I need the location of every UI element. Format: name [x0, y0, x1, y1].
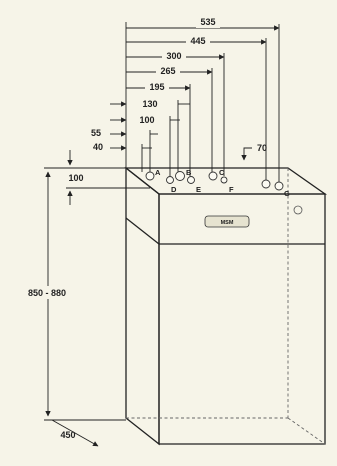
label-265: 265: [160, 66, 175, 76]
label-height: 850 - 880: [28, 288, 66, 298]
connections: [145, 171, 284, 191]
boiler-body: MSM: [124, 166, 328, 446]
pressure-gauge: [293, 205, 303, 215]
label-195: 195: [149, 82, 164, 92]
side-face: [125, 166, 160, 446]
connection-a: [145, 171, 155, 181]
connection-label-d: D: [171, 185, 177, 194]
control-panel-side-edge: [125, 217, 160, 245]
dim-line-70: [241, 147, 252, 161]
connection-g-1: [261, 179, 271, 189]
connection-g-2: [274, 181, 284, 191]
label-100-vertical: 100: [68, 173, 83, 183]
label-55: 55: [91, 128, 101, 138]
label-100: 100: [139, 115, 154, 125]
connection-e: [187, 176, 195, 184]
label-130: 130: [142, 99, 157, 109]
front-face: [158, 193, 326, 445]
connection-b: [175, 171, 185, 181]
connection-label-f: F: [229, 185, 234, 194]
connection-label-b: B: [186, 168, 192, 177]
label-40: 40: [93, 142, 103, 152]
dim-line-depth: [51, 419, 99, 447]
connection-label-g: G: [284, 189, 290, 198]
label-depth: 450: [60, 430, 75, 440]
connection-c: [208, 171, 218, 181]
connection-f: [220, 176, 228, 184]
connection-d: [166, 176, 174, 184]
display-label: MSM: [221, 220, 234, 226]
label-445: 445: [190, 36, 205, 46]
connection-label-c: C: [219, 168, 225, 177]
connection-label-e: E: [196, 185, 201, 194]
label-535: 535: [200, 17, 215, 27]
label-300: 300: [166, 51, 181, 61]
connection-label-a: A: [155, 168, 161, 177]
display-window: [204, 215, 250, 228]
hidden-corner-edge: [287, 417, 326, 445]
label-70: 70: [257, 143, 267, 153]
